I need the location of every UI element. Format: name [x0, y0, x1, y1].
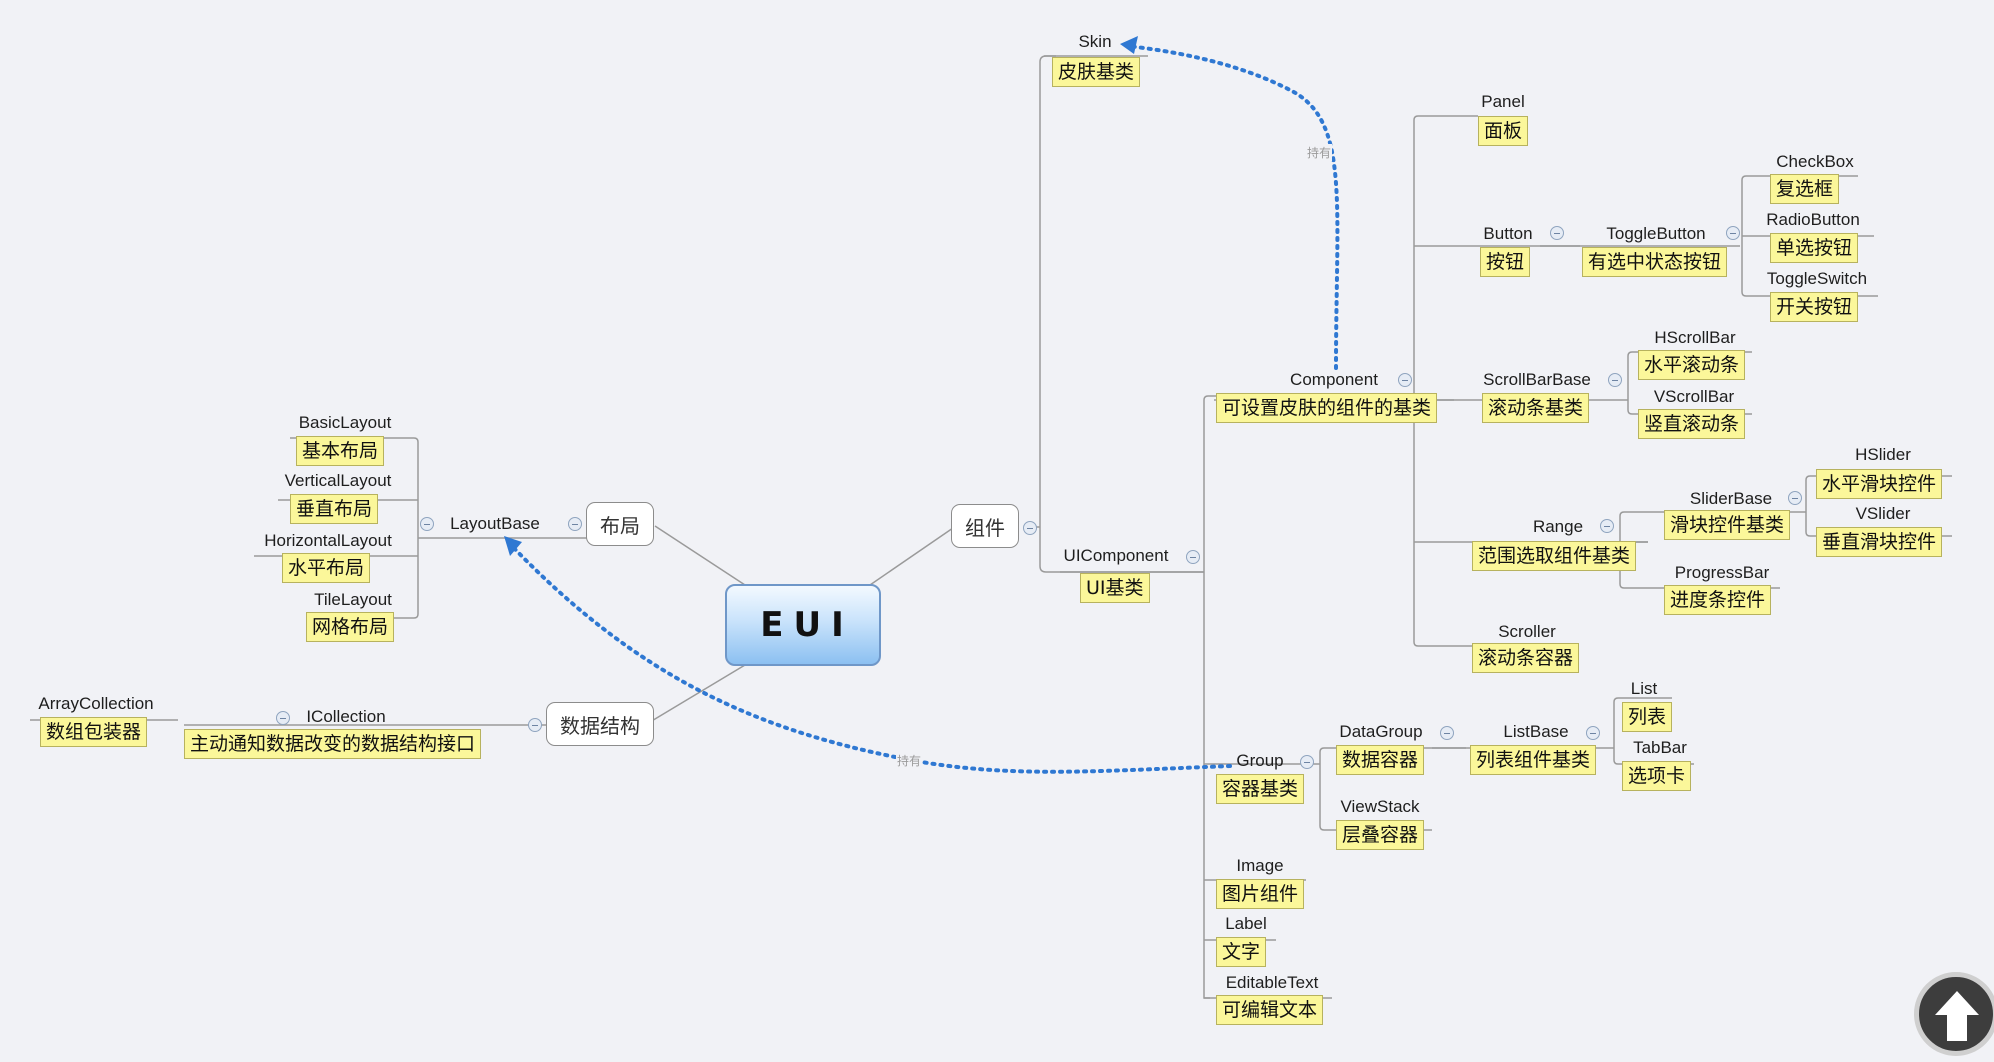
node-hslider-note[interactable]: 水平滑块控件 — [1816, 469, 1943, 499]
collapse-component-node-icon[interactable] — [1398, 373, 1412, 387]
node-horizontallayout-note[interactable]: 水平布局 — [282, 553, 371, 583]
node-checkbox-title: CheckBox — [1776, 152, 1854, 171]
node-basiclayout-note[interactable]: 基本布局 — [296, 436, 385, 466]
scroll-to-top-button[interactable] — [1914, 972, 1994, 1056]
node-scroller-note[interactable]: 滚动条容器 — [1472, 643, 1580, 673]
relationship-label-layout: 持有 — [896, 752, 923, 769]
node-radiobutton-title: RadioButton — [1766, 210, 1860, 229]
node-arraycollection-note[interactable]: 数组包装器 — [40, 717, 148, 747]
node-editabletext-title: EditableText — [1225, 973, 1319, 992]
collapse-layout-icon[interactable] — [568, 517, 582, 531]
node-editabletext-note[interactable]: 可编辑文本 — [1216, 995, 1324, 1025]
node-skin-note[interactable]: 皮肤基类 — [1052, 57, 1141, 87]
node-tilelayout-note[interactable]: 网格布局 — [306, 612, 395, 642]
node-togglebutton-note[interactable]: 有选中状态按钮 — [1582, 247, 1728, 277]
collapse-group-icon[interactable] — [1300, 755, 1314, 769]
node-listbase-title: ListBase — [1503, 722, 1569, 741]
node-progressbar-note[interactable]: 进度条控件 — [1664, 585, 1772, 615]
node-scrollbarbase-note[interactable]: 滚动条基类 — [1482, 393, 1590, 423]
node-hslider-title: HSlider — [1855, 445, 1911, 464]
collapse-data-structure-icon[interactable] — [528, 718, 542, 732]
arrow-up-icon — [1935, 991, 1979, 1041]
node-vslider-note[interactable]: 垂直滑块控件 — [1816, 527, 1943, 557]
node-checkbox-note[interactable]: 复选框 — [1770, 174, 1840, 204]
branch-component[interactable]: 组件 — [951, 504, 1019, 548]
node-list-note[interactable]: 列表 — [1622, 702, 1673, 732]
node-hscrollbar-note[interactable]: 水平滚动条 — [1638, 350, 1746, 380]
branch-layout[interactable]: 布局 — [586, 502, 654, 546]
node-label-title: Label — [1225, 914, 1267, 933]
collapse-range-icon[interactable] — [1600, 519, 1614, 533]
node-range-note[interactable]: 范围选取组件基类 — [1472, 541, 1637, 571]
node-scroller-title: Scroller — [1498, 622, 1556, 641]
node-button-title: Button — [1483, 224, 1533, 243]
node-verticallayout-title: VerticalLayout — [284, 471, 392, 490]
node-icollection-note[interactable]: 主动通知数据改变的数据结构接口 — [184, 729, 482, 759]
collapse-sliderbase-icon[interactable] — [1788, 491, 1802, 505]
node-progressbar-title: ProgressBar — [1674, 563, 1770, 582]
node-radiobutton-note[interactable]: 单选按钮 — [1770, 233, 1859, 263]
node-range-title: Range — [1532, 517, 1584, 536]
node-vslider-title: VSlider — [1855, 504, 1911, 523]
node-tilelayout-title: TileLayout — [314, 590, 392, 609]
node-icollection-title: ICollection — [306, 707, 386, 726]
node-panel-note[interactable]: 面板 — [1478, 116, 1529, 146]
node-image-title: Image — [1236, 856, 1284, 875]
collapse-button-icon[interactable] — [1550, 226, 1564, 240]
node-uicomponent-note[interactable]: UI基类 — [1080, 573, 1150, 603]
node-component-note[interactable]: 可设置皮肤的组件的基类 — [1216, 393, 1438, 423]
node-panel-title: Panel — [1481, 92, 1525, 111]
node-tabbar-title: TabBar — [1633, 738, 1687, 757]
node-basiclayout-title: BasicLayout — [298, 413, 392, 432]
collapse-scrollbarbase-icon[interactable] — [1608, 373, 1622, 387]
node-group-note[interactable]: 容器基类 — [1216, 774, 1305, 804]
node-horizontallayout-title: HorizontalLayout — [264, 531, 392, 550]
node-listbase-note[interactable]: 列表组件基类 — [1470, 745, 1597, 775]
node-scrollbarbase-title: ScrollBarBase — [1483, 370, 1591, 389]
node-label-note[interactable]: 文字 — [1216, 937, 1267, 967]
collapse-listbase-icon[interactable] — [1586, 726, 1600, 740]
branch-data-structure[interactable]: 数据结构 — [546, 702, 654, 746]
collapse-component-icon[interactable] — [1023, 521, 1037, 535]
node-verticallayout-note[interactable]: 垂直布局 — [290, 494, 379, 524]
node-layoutbase-title: LayoutBase — [450, 514, 540, 533]
node-component-title: Component — [1290, 370, 1378, 389]
node-togglebutton-title: ToggleButton — [1606, 224, 1706, 243]
node-viewstack-note[interactable]: 层叠容器 — [1336, 820, 1425, 850]
collapse-layoutbase-icon[interactable] — [420, 517, 434, 531]
node-image-note[interactable]: 图片组件 — [1216, 879, 1305, 909]
node-hscrollbar-title: HScrollBar — [1654, 328, 1736, 347]
node-vscrollbar-title: VScrollBar — [1653, 387, 1735, 406]
root-node-eui[interactable]: EUI — [725, 584, 881, 666]
collapse-datagroup-icon[interactable] — [1440, 726, 1454, 740]
node-tabbar-note[interactable]: 选项卡 — [1622, 761, 1692, 791]
relationship-label-skin: 持有 — [1306, 144, 1333, 161]
collapse-uicomponent-icon[interactable] — [1186, 550, 1200, 564]
node-list-title: List — [1630, 679, 1658, 698]
node-datagroup-title: DataGroup — [1339, 722, 1423, 741]
node-viewstack-title: ViewStack — [1340, 797, 1420, 816]
node-uicomponent-title: UIComponent — [1063, 546, 1169, 565]
node-sliderbase-note[interactable]: 滑块控件基类 — [1664, 510, 1791, 540]
node-toggleswitch-note[interactable]: 开关按钮 — [1770, 292, 1859, 322]
node-datagroup-note[interactable]: 数据容器 — [1336, 745, 1425, 775]
node-sliderbase-title: SliderBase — [1689, 489, 1773, 508]
collapse-togglebutton-icon[interactable] — [1726, 226, 1740, 240]
node-group-title: Group — [1236, 751, 1284, 770]
collapse-icollection-icon[interactable] — [276, 711, 290, 725]
node-toggleswitch-title: ToggleSwitch — [1766, 269, 1868, 288]
node-button-note[interactable]: 按钮 — [1480, 247, 1531, 277]
node-vscrollbar-note[interactable]: 竖直滚动条 — [1638, 409, 1746, 439]
node-skin-title: Skin — [1078, 32, 1112, 51]
node-arraycollection-title: ArrayCollection — [38, 694, 154, 713]
